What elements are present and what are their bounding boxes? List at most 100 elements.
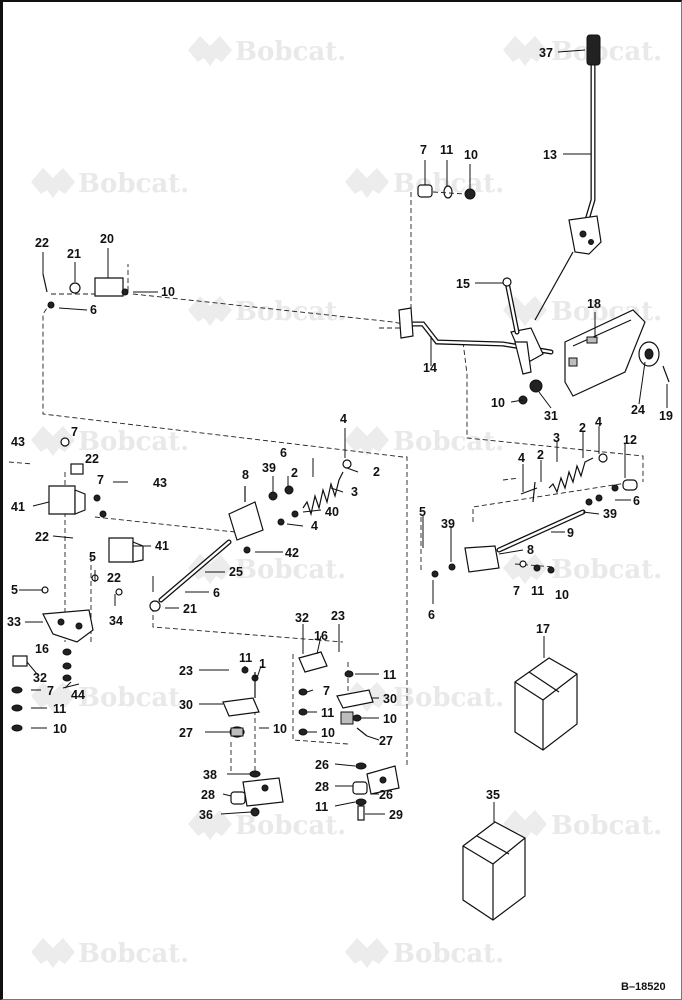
kit-box-35: [462, 821, 526, 921]
callout-7: 7: [323, 684, 330, 698]
callout-20: 20: [100, 232, 114, 246]
watermark-mark: Bobcat.: [31, 168, 189, 199]
callout-44: 44: [71, 688, 85, 702]
callout-6: 6: [213, 586, 220, 600]
figure-number: B–18520: [621, 981, 666, 993]
watermark-mark: Bobcat.: [503, 554, 662, 585]
watermark-text: Bobcat.: [235, 297, 346, 327]
callout-7: 7: [513, 584, 520, 598]
callout-10: 10: [161, 285, 175, 299]
callout-18: 18: [587, 297, 601, 311]
watermark-layer: Bobcat. Bobcat. Bobcat. Bobcat. Bobcat. …: [31, 36, 662, 969]
callout-26: 26: [379, 788, 393, 802]
top-hardware: [417, 184, 476, 200]
watermark-text: Bobcat.: [235, 555, 346, 585]
callout-27: 27: [379, 734, 393, 748]
callout-10: 10: [53, 722, 67, 736]
callout-8: 8: [527, 543, 534, 557]
callout-10: 10: [383, 712, 397, 726]
exploded-view-diagram: Bobcat. Bobcat. Bobcat. Bobcat. Bobcat. …: [7, 34, 673, 993]
callout-11: 11: [321, 706, 334, 720]
watermark-text: Bobcat.: [78, 169, 189, 199]
callout-33: 33: [7, 615, 21, 629]
watermark-text: Bobcat.: [78, 427, 189, 457]
callout-6: 6: [428, 608, 435, 622]
watermark-mark: Bobcat.: [345, 426, 504, 457]
pivot-assembly-right: [298, 651, 400, 821]
callout-21: 21: [183, 602, 197, 616]
callout-10: 10: [555, 588, 569, 602]
callout-13: 13: [543, 148, 557, 162]
callout-40: 40: [325, 505, 339, 519]
callout-11: 11: [531, 584, 544, 598]
callout-43: 43: [153, 476, 167, 490]
callout-5: 5: [419, 505, 426, 519]
callout-2: 2: [373, 465, 380, 479]
watermark-text: Bobcat.: [551, 555, 662, 585]
callout-5: 5: [11, 583, 18, 597]
watermark-mark: Bobcat.: [345, 168, 504, 199]
callout-9: 9: [567, 526, 574, 540]
callout-22: 22: [35, 236, 49, 250]
callout-26: 26: [315, 758, 329, 772]
callout-15: 15: [456, 277, 470, 291]
callout-7: 7: [97, 473, 104, 487]
callout-35: 35: [486, 788, 500, 802]
callout-10: 10: [491, 396, 505, 410]
mounting-plate: [564, 309, 670, 397]
callout-4: 4: [311, 519, 318, 533]
watermark-text: Bobcat.: [78, 939, 189, 969]
lever-knob: [586, 34, 601, 66]
callout-2: 2: [537, 448, 544, 462]
watermark-mark: Bobcat.: [188, 36, 346, 67]
callout-4: 4: [595, 415, 602, 429]
callout-30: 30: [383, 692, 397, 706]
callout-11: 11: [383, 668, 396, 682]
spring-3-left: [243, 459, 352, 554]
pivot-assembly-center: [222, 666, 284, 817]
watermark-mark: Bobcat.: [188, 554, 346, 585]
callout-34: 34: [109, 614, 123, 628]
callout-10: 10: [321, 726, 335, 740]
callout-1: 1: [259, 657, 266, 671]
watermark-mark: Bobcat.: [31, 426, 189, 457]
callout-2: 2: [579, 421, 586, 435]
watermark-mark: Bobcat.: [188, 810, 346, 841]
hardware-stack-44: [11, 648, 72, 732]
callout-4: 4: [518, 451, 525, 465]
callout-7: 7: [420, 143, 427, 157]
watermark-text: Bobcat.: [235, 37, 346, 67]
callout-22: 22: [107, 571, 121, 585]
lever-15-knob: [502, 277, 512, 287]
shaft-arm-left: [398, 307, 414, 339]
leader-lines: [19, 49, 668, 822]
bracket-20: [42, 273, 129, 309]
callout-6: 6: [633, 494, 640, 508]
callout-21: 21: [67, 247, 81, 261]
callout-19: 19: [659, 409, 673, 423]
watermark-text: Bobcat.: [235, 811, 346, 841]
callout-7: 7: [47, 684, 54, 698]
callout-16: 16: [314, 629, 328, 643]
callout-41: 41: [11, 500, 25, 514]
callout-4: 4: [340, 412, 347, 426]
callout-31: 31: [544, 409, 558, 423]
callout-7: 7: [71, 425, 78, 439]
control-lever: [534, 34, 602, 321]
callout-8: 8: [242, 468, 249, 482]
pivot-block-28-left: [242, 777, 284, 807]
watermark-text: Bobcat.: [551, 37, 662, 67]
callout-16: 16: [35, 642, 49, 656]
callout-42: 42: [285, 546, 299, 560]
watermark-mark: Bobcat.: [345, 938, 504, 969]
callout-30: 30: [179, 698, 193, 712]
part-shapes: [11, 34, 670, 921]
callout-38: 38: [203, 768, 217, 782]
plate-33: [41, 574, 123, 643]
watermark-text: Bobcat.: [78, 683, 189, 713]
watermark-mark: Bobcat.: [503, 36, 662, 67]
callout-43: 43: [11, 435, 25, 449]
callout-12: 12: [623, 433, 637, 447]
callout-25: 25: [229, 565, 243, 579]
